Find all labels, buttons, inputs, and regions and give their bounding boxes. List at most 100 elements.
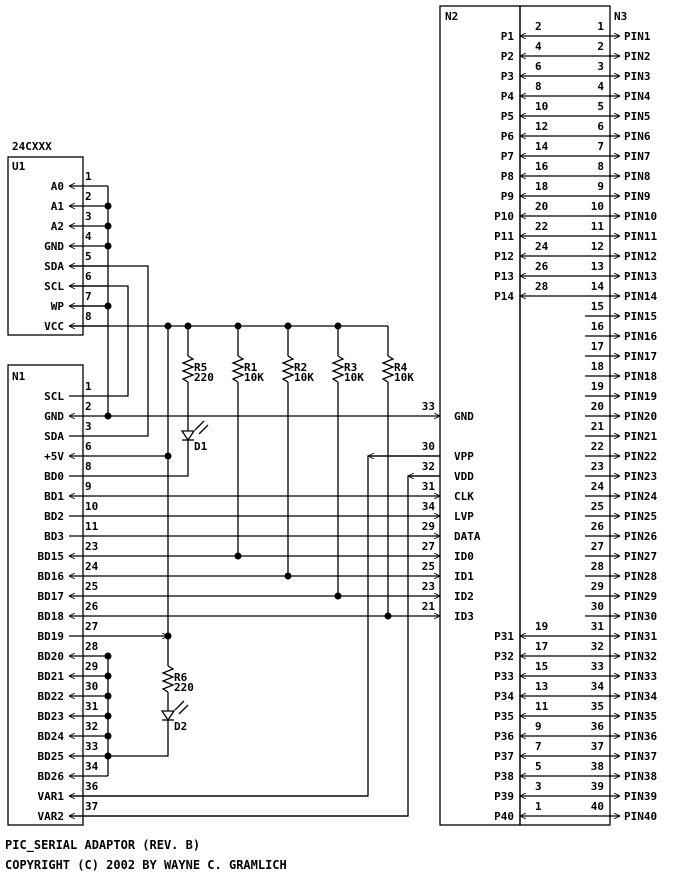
n2-p-pin-name: P13 <box>494 270 514 283</box>
n2-pin-number: 33 <box>422 400 435 413</box>
n1-pin-number: 32 <box>85 720 98 733</box>
n1-designator: N1 <box>12 370 26 383</box>
n3-pin-name: PIN36 <box>624 730 657 743</box>
n2-pin-number: 27 <box>422 540 435 553</box>
n3-pin-name: PIN8 <box>624 170 651 183</box>
n1-pin-name: GND <box>44 410 64 423</box>
n1-pin-name: BD26 <box>38 770 65 783</box>
n2-p-pin-number: 4 <box>535 40 542 53</box>
junction-dot <box>284 322 292 330</box>
n3-pin-number: 3 <box>597 60 604 73</box>
n1-pin-number: 37 <box>85 800 98 813</box>
junction-dot <box>334 322 342 330</box>
junction-dot <box>104 652 112 660</box>
n1-pin-number: 2 <box>85 400 92 413</box>
n2-p-pin-number: 22 <box>535 220 548 233</box>
junction-dot <box>104 222 112 230</box>
n2-p-pin-name: P32 <box>494 650 514 663</box>
n3-pin-number: 22 <box>591 440 604 453</box>
n3-pin-name: PIN10 <box>624 210 657 223</box>
n1-pin-number: 25 <box>85 580 98 593</box>
n3-pin-name: PIN26 <box>624 530 657 543</box>
junction-dot <box>164 322 172 330</box>
n2-p-pin-name: P12 <box>494 250 514 263</box>
junction-dot <box>104 302 112 310</box>
junction-dot <box>104 242 112 250</box>
wire-d2-bd25 <box>108 720 169 757</box>
n1-pin-number: 33 <box>85 740 98 753</box>
n3-pin-name: PIN12 <box>624 250 657 263</box>
n1-pin-name: BD3 <box>44 530 64 543</box>
n3-pin-name: PIN37 <box>624 750 657 763</box>
n2-p-pin-number: 18 <box>535 180 548 193</box>
n3-pin-number: 14 <box>591 280 605 293</box>
n3-pin-number: 36 <box>591 720 605 733</box>
n3-pin-name: PIN33 <box>624 670 657 683</box>
resistor-designator: R6 <box>174 671 188 684</box>
n3-pin-number: 32 <box>591 640 604 653</box>
n1-pin-number: 9 <box>85 480 92 493</box>
n2-p-pin-number: 17 <box>535 640 548 653</box>
n2-p-pin-name: P10 <box>494 210 514 223</box>
n2-p-pin-name: P38 <box>494 770 514 783</box>
n3-pin-name: PIN14 <box>624 290 657 303</box>
n3-pin-number: 30 <box>591 600 604 613</box>
n2-pin-name: LVP <box>454 510 474 523</box>
n1-pin-name: BD22 <box>38 690 65 703</box>
u1-pin-name: WP <box>51 300 65 313</box>
n3-pin-name: PIN28 <box>624 570 657 583</box>
n1-pin-name: BD25 <box>38 750 65 763</box>
n3-pin-number: 9 <box>597 180 604 193</box>
n2-p-pin-name: P33 <box>494 670 514 683</box>
n2-designator: N2 <box>445 10 458 23</box>
n3-pin-number: 37 <box>591 740 604 753</box>
resistor-r5 <box>181 355 195 383</box>
n3-pin-name: PIN22 <box>624 450 657 463</box>
n2-p-pin-number: 10 <box>535 100 548 113</box>
n1-pin-name: VAR1 <box>38 790 65 803</box>
n3-pin-number: 18 <box>591 360 604 373</box>
n2-pin-name: DATA <box>454 530 481 543</box>
n3-body <box>519 5 611 826</box>
n1-pin-name: BD18 <box>38 610 65 623</box>
n2-p-pin-number: 5 <box>535 760 542 773</box>
n3-pin-number: 24 <box>591 480 605 493</box>
n3-pin-name: PIN15 <box>624 310 657 323</box>
n3-pin-name: PIN7 <box>624 150 651 163</box>
n2-pin-number: 25 <box>422 560 435 573</box>
n3-pin-name: PIN1 <box>624 30 651 43</box>
n3-pin-number: 4 <box>597 80 604 93</box>
u1-pin-number: 5 <box>85 250 92 263</box>
junction-dot <box>104 732 112 740</box>
n3-pin-number: 11 <box>591 220 605 233</box>
junction-dot <box>164 452 172 460</box>
n3-pin-name: PIN24 <box>624 490 657 503</box>
u1-pin-name: SDA <box>44 260 64 273</box>
n3-pin-number: 28 <box>591 560 604 573</box>
n1-pin-number: 28 <box>85 640 98 653</box>
n2-p-pin-number: 20 <box>535 200 548 213</box>
n1-pin-number: 26 <box>85 600 99 613</box>
n2-pin-name: ID3 <box>454 610 474 623</box>
n3-designator: N3 <box>614 10 627 23</box>
n2-p-pin-name: P34 <box>494 690 514 703</box>
n2-pin-number: 29 <box>422 520 435 533</box>
wire-vdd <box>69 475 440 817</box>
n3-pin-name: PIN34 <box>624 690 657 703</box>
n3-pin-name: PIN6 <box>624 130 651 143</box>
n3-pin-number: 7 <box>597 140 604 153</box>
n3-pin-name: PIN2 <box>624 50 651 63</box>
n1-pin-number: 6 <box>85 440 92 453</box>
n1-pin-name: BD0 <box>44 470 64 483</box>
diode-designator: D1 <box>194 440 208 453</box>
junction-dot <box>234 322 242 330</box>
u1-pin-number: 6 <box>85 270 92 283</box>
n1-pin-name: SCL <box>44 390 64 403</box>
n1-pin-name: BD23 <box>38 710 65 723</box>
diode-designator: D2 <box>174 720 187 733</box>
u1-pin-name: A1 <box>51 200 65 213</box>
n3-pin-number: 2 <box>597 40 604 53</box>
n3-pin-name: PIN20 <box>624 410 657 423</box>
u1-part-number: 24CXXX <box>12 140 52 153</box>
